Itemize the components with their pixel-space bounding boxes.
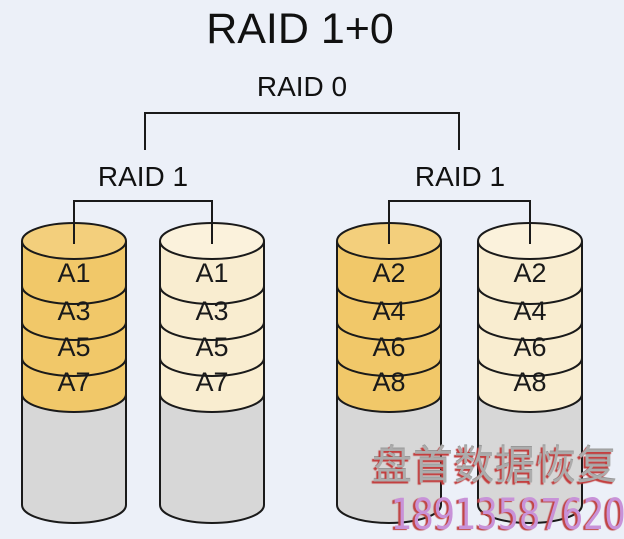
block-label: A7 (57, 367, 90, 397)
block-label: A7 (195, 367, 228, 397)
disk-1-body (22, 241, 126, 412)
diagram-title: RAID 1+0 (206, 5, 394, 53)
disk-1-outline (21, 241, 127, 524)
watermark-phone: 18913587620 (391, 490, 624, 539)
block-label: A5 (195, 332, 228, 362)
block-label: A6 (513, 332, 546, 362)
raid0-label: RAID 0 (257, 71, 347, 102)
block-label: A1 (57, 258, 90, 288)
disk-4-outline (477, 241, 583, 524)
disk-4: A2 A4 A6 A8 (477, 222, 583, 524)
disk-2-unused (160, 394, 264, 523)
disk-2: A1 A3 A5 A7 (159, 222, 265, 524)
raid0-bracket (144, 112, 460, 150)
disk-1-unused (22, 394, 126, 523)
raid1-right-bracket (388, 200, 531, 244)
disk-2-outline (159, 241, 265, 524)
raid1-left-bracket (73, 200, 213, 244)
disk-3-unused (337, 394, 441, 523)
block-label: A6 (372, 332, 405, 362)
disk-2-body (160, 241, 264, 412)
block-label: A4 (372, 296, 405, 326)
raid1-left-label: RAID 1 (98, 161, 188, 192)
block-label: A8 (372, 367, 405, 397)
disk-4-body (478, 241, 582, 412)
disk-3-outline (336, 241, 442, 524)
disk-3-body (337, 241, 441, 412)
block-label: A3 (195, 296, 228, 326)
block-label: A2 (513, 258, 546, 288)
raid1-right-label: RAID 1 (415, 161, 505, 192)
block-label: A5 (57, 332, 90, 362)
disk-1: A1 A3 A5 A7 (21, 222, 127, 524)
block-label: A2 (372, 258, 405, 288)
block-label: A8 (513, 367, 546, 397)
block-label: A1 (195, 258, 228, 288)
disk-3: A2 A4 A6 A8 (336, 222, 442, 524)
watermark-company: 盘首数据恢复 (372, 443, 618, 489)
block-label: A4 (513, 296, 546, 326)
disk-4-unused (478, 394, 582, 523)
block-label: A3 (57, 296, 90, 326)
